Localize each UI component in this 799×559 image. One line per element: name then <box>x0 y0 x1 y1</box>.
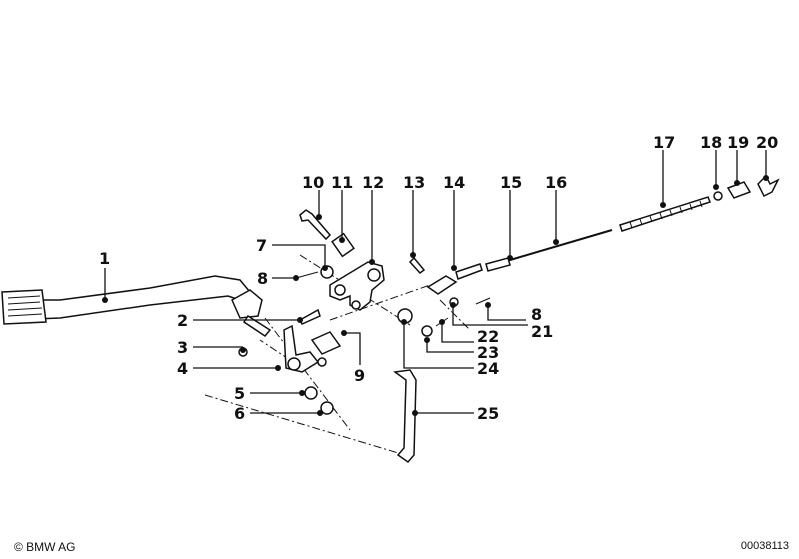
diagram-number: 00038113 <box>740 540 789 552</box>
callout-19: 19 <box>727 133 749 152</box>
callout-10: 10 <box>302 173 324 192</box>
cable-sleeve <box>455 263 483 280</box>
washer <box>304 386 318 400</box>
callout-5: 5 <box>234 384 245 403</box>
callout-2: 2 <box>177 311 188 330</box>
callout-15: 15 <box>500 173 522 192</box>
callout-24: 24 <box>477 359 499 378</box>
callout-4: 4 <box>177 359 188 378</box>
callout-25: 25 <box>477 404 499 423</box>
callout-8: 8 <box>257 269 268 288</box>
callout-18: 18 <box>700 133 722 152</box>
threaded-sleeve <box>331 232 355 258</box>
return-spring <box>310 331 342 355</box>
callout-13: 13 <box>403 173 425 192</box>
copyright-text: © BMW AG <box>14 540 76 554</box>
callout-21: 21 <box>531 322 553 341</box>
callout-1: 1 <box>99 249 110 268</box>
callout-16: 16 <box>545 173 567 192</box>
callout-23: 23 <box>477 343 499 362</box>
clevis <box>426 275 458 295</box>
callout-8-right: 8 <box>531 305 542 324</box>
brake-pedal-lever <box>1 275 272 337</box>
callout-20: 20 <box>756 133 778 152</box>
callout-3: 3 <box>177 338 188 357</box>
callout-11: 11 <box>331 173 353 192</box>
callout-7: 7 <box>256 236 267 255</box>
bolt <box>299 209 332 241</box>
callout-6: 6 <box>234 404 245 423</box>
nut <box>320 401 334 415</box>
callout-9: 9 <box>354 366 365 385</box>
callout-22: 22 <box>477 327 499 346</box>
spring <box>619 196 711 232</box>
callout-14: 14 <box>443 173 465 192</box>
brake-rod <box>393 369 417 464</box>
callout-17: 17 <box>653 133 675 152</box>
callout-12: 12 <box>362 173 384 192</box>
